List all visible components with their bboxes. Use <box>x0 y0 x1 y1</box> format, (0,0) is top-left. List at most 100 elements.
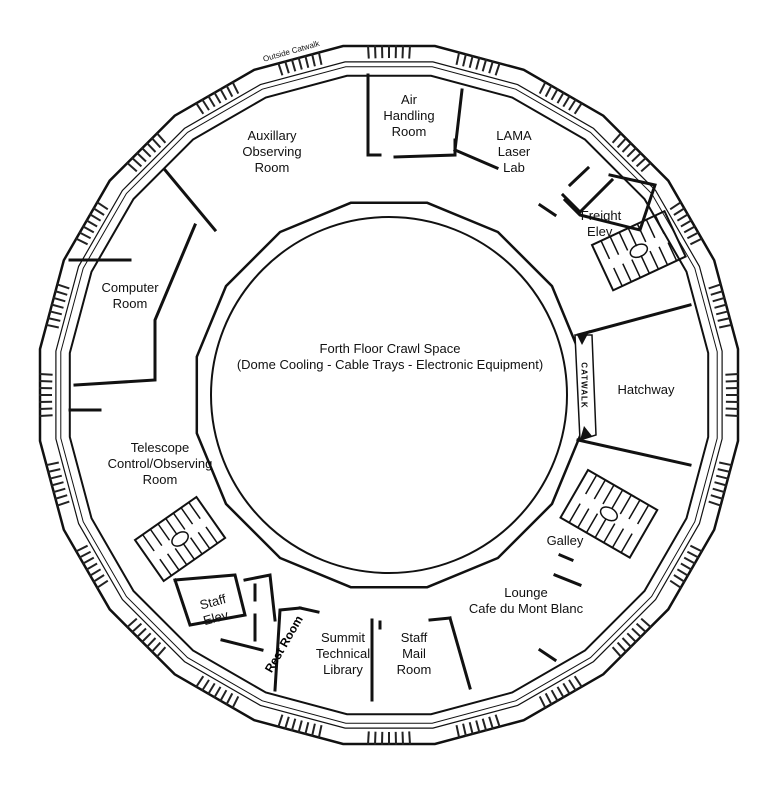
wall-hatching <box>39 45 739 745</box>
wall-hatch-line <box>201 98 210 111</box>
computer-room-label: Computer Room <box>92 280 168 312</box>
wall-hatch-line <box>401 45 404 59</box>
wall-hatch-line <box>689 544 703 553</box>
wall-hatch-line <box>488 60 494 74</box>
wall-hatch-line <box>544 84 553 98</box>
wall-hatch-line <box>82 556 95 565</box>
wall-hatch-line <box>50 481 64 487</box>
wall-hatch-line <box>712 296 726 303</box>
wall-hatch-line <box>538 81 547 95</box>
air-handling-room-label: Air Handling Room <box>374 92 444 140</box>
wall-hatch-line <box>131 622 143 634</box>
wall-hatch-line <box>673 574 686 583</box>
wall-hatch-line <box>562 682 571 696</box>
wall-hatch-line <box>311 723 316 737</box>
wall-hatch-line <box>150 137 162 149</box>
auxillary-line3: Room <box>254 160 290 175</box>
wall-hatch-line <box>374 731 377 745</box>
auxillary-line2: Observing <box>242 144 302 159</box>
wall-hatch-line <box>631 627 643 639</box>
staff-mail-room-label: Staff Mail Room <box>384 630 444 678</box>
wall-hatch-line <box>710 494 724 500</box>
computer-line2: Room <box>112 296 148 311</box>
wall-hatch-line <box>715 310 730 316</box>
wall-hatch-line <box>231 81 240 95</box>
wall-hatch-line <box>475 56 481 70</box>
wall-hatch-line <box>231 695 240 709</box>
wall-hatch-line <box>135 627 147 639</box>
wall-hatch-line <box>408 45 411 59</box>
freight-elev-label: Freight Elev. <box>573 208 629 240</box>
wall-hatch-line <box>85 562 98 571</box>
wall-hatch-line <box>317 51 323 66</box>
wall-hatch-line <box>78 550 92 559</box>
stairwell <box>133 495 227 583</box>
wall-hatch-line <box>213 91 222 104</box>
wall-hatch-line <box>468 54 474 69</box>
wall-hatch-line <box>45 323 60 329</box>
outer-wall-ring <box>60 66 718 724</box>
wall-hatch-line <box>455 51 461 66</box>
wall-hatch-line <box>573 675 583 688</box>
galley-text: Galley <box>546 533 584 548</box>
wall-hatch-line <box>290 718 297 732</box>
wall-hatch-line <box>88 213 102 222</box>
crawl-space-label: Forth Floor Crawl Space (Dome Cooling - … <box>232 341 548 373</box>
catwalk-text: CATWALK <box>579 362 589 409</box>
library-line1: Summit <box>320 630 366 645</box>
wall-hatch-line <box>317 724 323 739</box>
mail-line2: Mail <box>402 646 426 661</box>
wall-hatch-line <box>550 88 559 101</box>
wall-hatch-line <box>126 162 138 173</box>
lama-line3: Lab <box>503 160 525 175</box>
wall-hatch-line <box>50 303 64 309</box>
wall-hatch-line <box>304 721 310 736</box>
wall-hatch-line <box>284 716 290 730</box>
auxillary-observing-room-label: Auxillary Observing Room <box>232 128 312 176</box>
outer-wall-ring <box>38 44 740 746</box>
wall-hatch-line <box>455 724 461 739</box>
wall-hatch-line <box>156 132 167 144</box>
wall-hatch-line <box>45 461 60 467</box>
wall-hatch-line <box>131 156 143 168</box>
wall-hatch-line <box>462 53 467 67</box>
wall-hatch-line <box>47 317 61 322</box>
hatchway-text: Hatchway <box>617 382 675 397</box>
outer-dome-wall <box>38 44 740 746</box>
wall-hatch-line <box>39 373 53 376</box>
wall-hatch-line <box>611 646 622 658</box>
computer-line1: Computer <box>101 280 159 295</box>
telescope-line1: Telescope <box>130 440 190 455</box>
wall-hatch-line <box>48 474 63 480</box>
wall-hatch-line <box>219 689 228 702</box>
wall-hatch-line <box>635 622 647 634</box>
stairwell <box>559 468 659 559</box>
wall-hatch-line <box>401 731 404 745</box>
wall-hatch-line <box>616 137 628 149</box>
wall-hatch-line <box>494 714 501 728</box>
wall-hatch-line <box>52 296 66 303</box>
wall-hatch-line <box>297 720 303 734</box>
freight-line2: Elev. <box>587 224 615 239</box>
interior-walls <box>68 73 692 702</box>
wall-hatch-line <box>201 679 210 692</box>
wall-hatch-line <box>631 151 643 163</box>
freight-line1: Freight <box>580 208 622 223</box>
wall-hatch-line <box>92 207 105 216</box>
wall-hatch-line <box>374 45 377 59</box>
wall-hatch-line <box>367 731 370 745</box>
wall-hatch-line <box>156 646 167 658</box>
wall-hatch-line <box>717 317 731 322</box>
air-handling-line2: Handling <box>383 108 435 123</box>
mail-line1: Staff <box>400 630 428 645</box>
wall-hatch-line <box>683 225 696 234</box>
lama-line2: Laser <box>497 144 531 159</box>
wall-hatch-line <box>195 675 205 688</box>
wall-hatch-line <box>468 721 474 736</box>
wall-hatch-line <box>277 62 284 76</box>
galley-label: Galley <box>540 533 590 549</box>
wall-hatch-line <box>568 679 577 692</box>
wall-hatch-line <box>52 487 66 494</box>
wall-hatch-line <box>408 731 411 745</box>
wall-hatch-line <box>673 207 686 216</box>
